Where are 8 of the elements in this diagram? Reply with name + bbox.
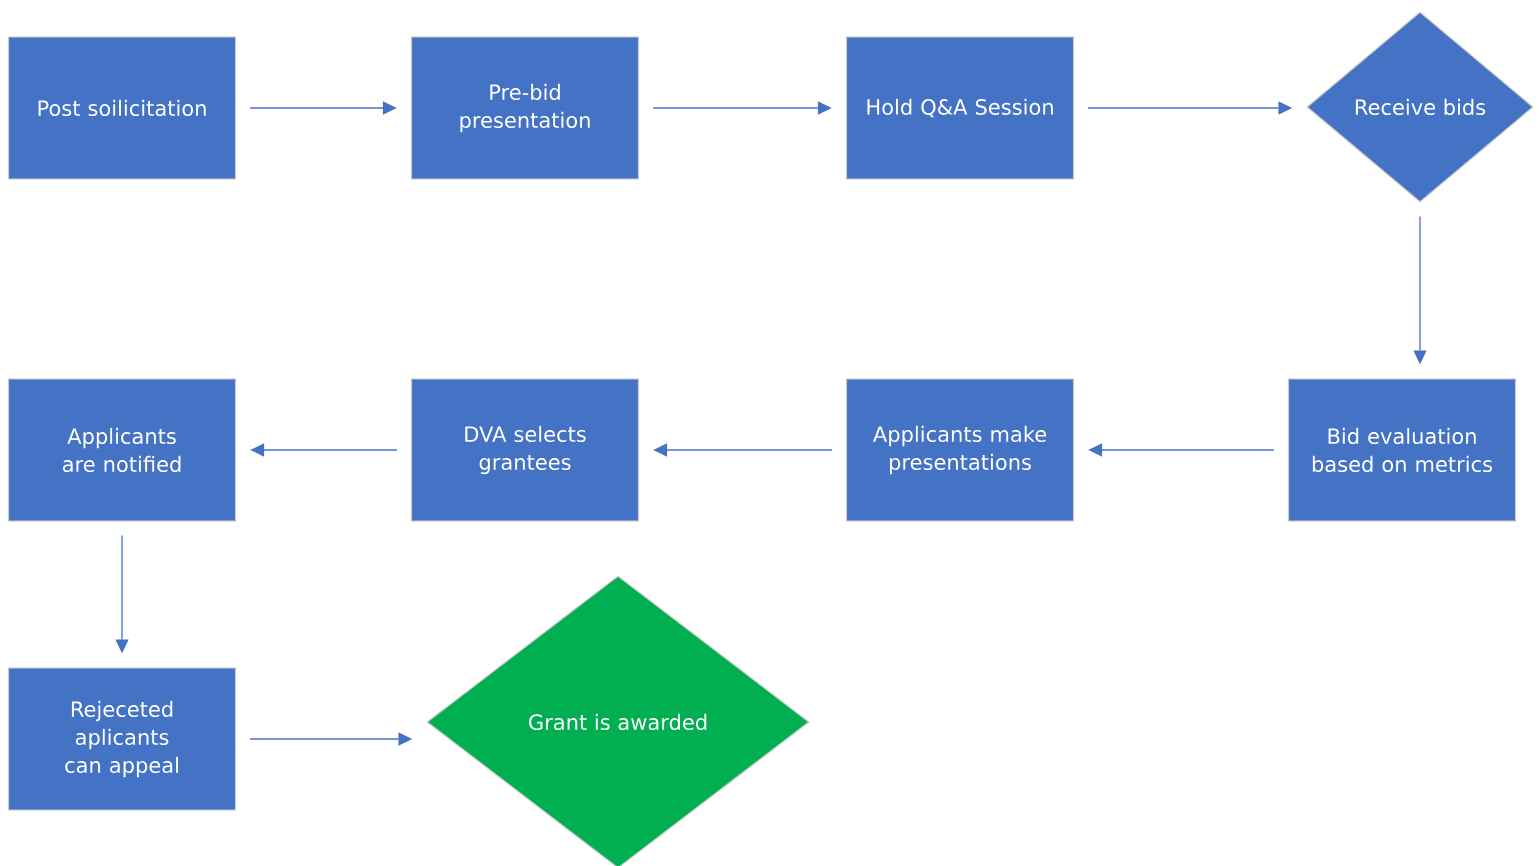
process-box: Hold Q&A Session (845, 36, 1075, 180)
process-box: Applicants make presentations (845, 378, 1075, 522)
process-box: Post soilicitation (7, 36, 237, 180)
process-box: Pre-bid presentation (410, 36, 640, 180)
process-box: Applicants are notified (7, 378, 237, 522)
process-box: Rejeceted aplicants can appeal (7, 667, 237, 811)
process-box: Bid evaluation based on metrics (1287, 378, 1517, 522)
process-box: DVA selects grantees (410, 378, 640, 522)
